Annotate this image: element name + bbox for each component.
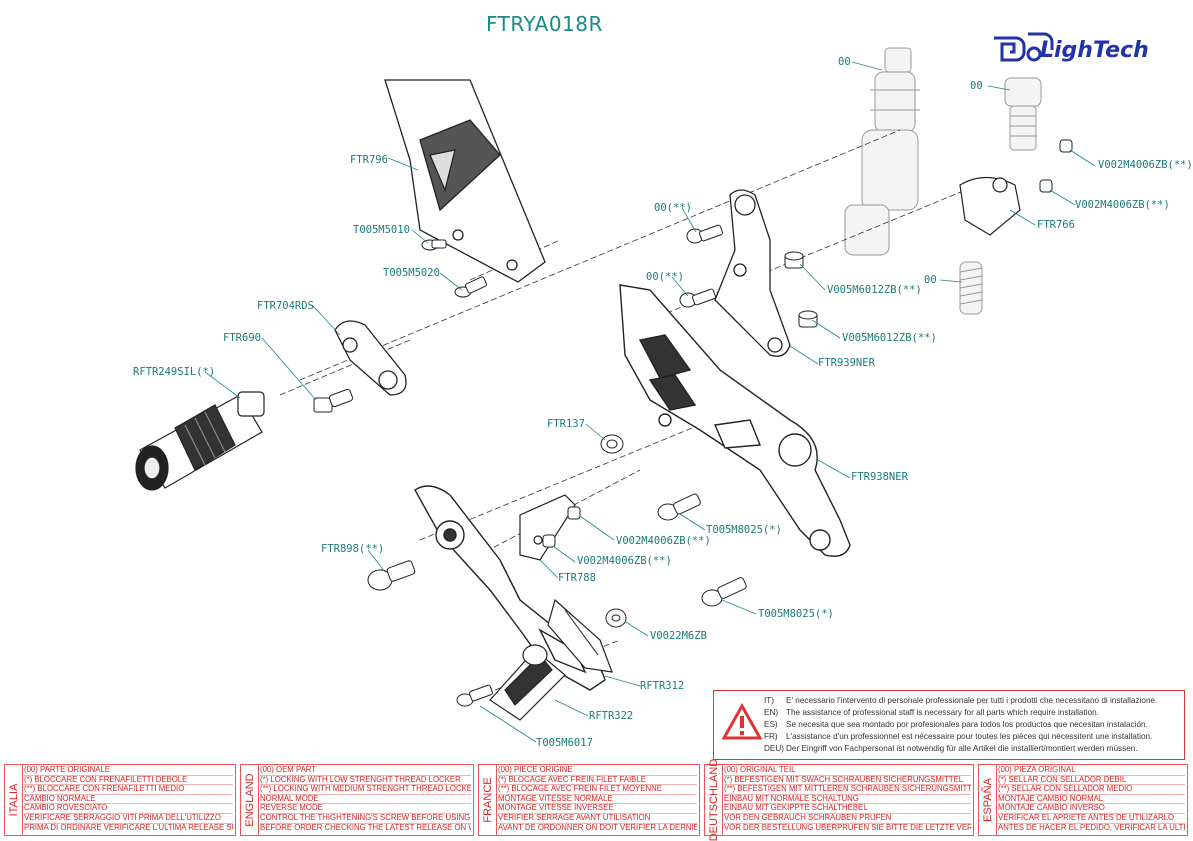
screw-v002m4006zb-b xyxy=(1039,179,1053,193)
bolt-v005m6012zb-a xyxy=(784,251,804,269)
screw-v002m4006zb-a xyxy=(1059,139,1073,153)
callout-rftr322: RFTR322 xyxy=(589,710,634,722)
callout-v002m4006zb-d: V002M4006ZB(**) xyxy=(577,555,672,567)
bolt-v005m6012zb-b xyxy=(798,310,818,328)
lightech-logo xyxy=(994,32,1054,62)
washer-ftr137 xyxy=(600,434,624,454)
callout-ftr766: FTR766 xyxy=(1037,219,1075,231)
callout-v005m6012zb-b: V005M6012ZB(**) xyxy=(842,332,937,344)
callout-t005m8025-a: T005M8025(*) xyxy=(706,524,782,536)
ftr766-bracket xyxy=(959,176,1021,236)
legend-france: FRANCE (00) PIECE ORIGINE (*) BLOCAGE AV… xyxy=(478,764,700,836)
callout-00-top: 00 xyxy=(838,56,851,68)
callout-ftr898: FTR898(**) xyxy=(321,543,385,555)
callout-v005m6012zb-a: V005M6012ZB(**) xyxy=(827,284,922,296)
callout-rftr249sil: RFTR249SIL(*) xyxy=(133,366,216,378)
bolt-00a xyxy=(686,224,723,244)
callout-t005m8025-b: T005M8025(*) xyxy=(758,608,834,620)
bolt-ftr898-pivot xyxy=(367,560,416,591)
screw-v002m4006zb-d xyxy=(542,534,556,548)
callout-00-a: 00(**) xyxy=(654,202,692,214)
ftr788-bracket xyxy=(519,494,576,561)
oem-spring xyxy=(959,261,983,315)
legend-england: ENGLAND (00) OEM PART (*) LOCKING WITH L… xyxy=(240,764,474,836)
warning-line-it: IT)E' necessario l'intervento di persona… xyxy=(764,696,1158,705)
warning-line-fr: FR)L'assistance d'un professionnel est n… xyxy=(764,732,1153,741)
callout-ftr796: FTR796 xyxy=(350,154,388,166)
callout-t005m5010: T005M5010 xyxy=(353,224,410,236)
bolt-t005m6017 xyxy=(456,684,493,707)
ftr690-bolt xyxy=(313,388,354,413)
warning-icon xyxy=(722,703,762,740)
ftr939ner-link xyxy=(714,189,791,357)
ftr704rds-eccentric xyxy=(334,320,407,396)
callout-v0022m6zb: V0022M6ZB xyxy=(650,630,707,642)
callout-00-b: 00(**) xyxy=(646,271,684,283)
screw-v002m4006zb-c xyxy=(567,506,581,520)
callout-ftr704rds: FTR704RDS xyxy=(257,300,314,312)
oem-shift-shaft xyxy=(844,47,920,256)
callout-t005m5020: T005M5020 xyxy=(383,267,440,279)
callout-ftr938ner: FTR938NER xyxy=(851,471,908,483)
bolt-t005m8025-b xyxy=(701,577,747,607)
callout-v002m4006zb-c: V002M4006ZB(**) xyxy=(616,535,711,547)
oem-right-bolt xyxy=(1004,77,1042,151)
screw-t005m5020 xyxy=(454,276,488,298)
callout-rftr312: RFTR312 xyxy=(640,680,685,692)
legend-espana: ESPAÑA (00) PIEZA ORIGINAL (*) SELLAR CO… xyxy=(978,764,1188,836)
ftr796-heel-guard xyxy=(384,79,546,283)
callout-v002m4006zb-b: V002M4006ZB(**) xyxy=(1075,199,1170,211)
callout-v002m4006zb-a: V002M4006ZB(**) xyxy=(1098,159,1193,171)
legend-italia: ITALIA (00) PARTE ORIGINALE (*) BLOCCARE… xyxy=(4,764,236,836)
warning-line-es: ES)Se necesita que sea montado por profe… xyxy=(764,720,1148,729)
callout-ftr939ner: FTR939NER xyxy=(818,357,875,369)
callout-ftr137: FTR137 xyxy=(547,418,585,430)
screw-t005m5010 xyxy=(421,239,447,251)
bolt-t005m8025-a xyxy=(657,493,701,521)
rftr249sil-footpeg xyxy=(135,391,265,491)
bolt-00b xyxy=(679,288,716,308)
callout-ftr690: FTR690 xyxy=(223,332,261,344)
rftr322-toe-peg xyxy=(489,644,566,721)
warning-line-de: DEU)Der Eingriff von Fachpersonal ist no… xyxy=(764,744,1138,753)
warning-line-en: EN)The assistance of professional staff … xyxy=(764,708,1099,717)
rftr312-toe-slot xyxy=(547,598,613,673)
callout-ftr788: FTR788 xyxy=(558,572,596,584)
nut-v0022m6zb xyxy=(605,608,627,628)
ftr938ner-rearset-plate xyxy=(619,284,851,557)
drawing-title: FTRYA018R xyxy=(486,12,603,36)
callout-00-spring: 00 xyxy=(924,274,937,286)
installation-warning: IT)E' necessario l'intervento di persona… xyxy=(713,690,1185,760)
callout-00-right: 00 xyxy=(970,80,983,92)
brand-wordmark: LighTech xyxy=(1040,38,1149,63)
callout-t005m6017: T005M6017 xyxy=(536,737,593,749)
legend-deutschland: DEUTSCHLAND (00) ORIGINAL TEIL (*) BEFES… xyxy=(704,759,974,841)
